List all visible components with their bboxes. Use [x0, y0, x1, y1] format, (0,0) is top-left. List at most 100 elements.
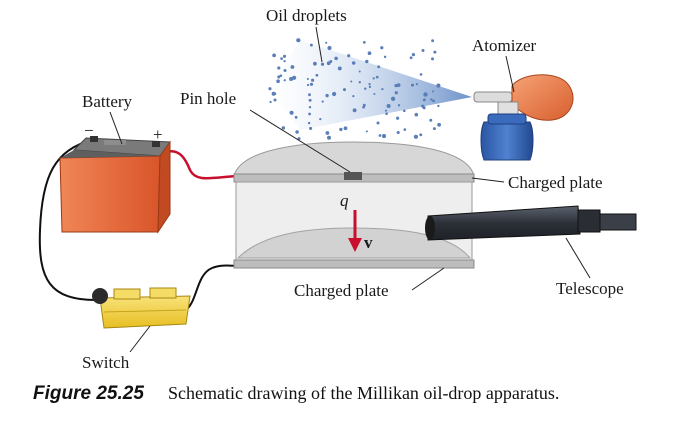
oil-droplet-spray — [268, 38, 472, 141]
oil-droplet — [319, 117, 322, 121]
oil-droplet — [390, 96, 396, 101]
chamber-dome — [233, 141, 475, 177]
oil-droplet — [396, 116, 400, 120]
oil-droplet — [296, 38, 301, 43]
oil-droplet — [272, 53, 276, 58]
oil-droplet — [283, 79, 286, 82]
atomizer-bottle — [480, 121, 534, 161]
oil-droplet — [375, 75, 379, 79]
oil-droplet — [310, 78, 315, 82]
oil-droplet — [358, 70, 361, 73]
oil-droplet — [431, 39, 435, 43]
charged-plate-top-leader-line — [471, 177, 505, 183]
atomizer-leader-line — [505, 55, 515, 93]
oil-droplet — [277, 66, 281, 70]
oil-droplet — [313, 61, 317, 66]
oil-droplet — [358, 81, 361, 84]
oil-droplet — [385, 112, 388, 116]
oil-droplet — [326, 61, 331, 66]
oil-droplet — [365, 59, 369, 64]
oil-droplet — [384, 109, 387, 112]
oil-droplet — [436, 83, 441, 88]
oil-droplet — [306, 77, 309, 81]
oil-droplet — [339, 127, 343, 132]
oil-droplet — [308, 98, 312, 102]
telescope — [425, 205, 637, 241]
telescope-label: Telescope — [556, 279, 624, 298]
battery-minus-terminal — [90, 136, 98, 142]
switch-leader-line — [129, 325, 151, 353]
oil-droplet — [430, 98, 433, 101]
oil-droplet — [343, 126, 348, 131]
oil-droplet — [421, 49, 425, 52]
oil-droplet — [383, 55, 387, 59]
battery-plus-terminal — [152, 141, 160, 147]
charged-plate-bottom-label: Charged plate — [294, 281, 389, 300]
oil-droplet — [380, 46, 384, 50]
figure-caption-text: Schematic drawing of the Millikan oil-dr… — [168, 383, 559, 403]
oil-droplet — [295, 130, 299, 134]
oil-droplet — [290, 65, 295, 69]
oil-droplet — [365, 130, 368, 133]
oil-droplet — [283, 68, 287, 73]
oil-droplet — [350, 80, 353, 83]
oil-droplet — [321, 100, 324, 103]
oil-droplet — [376, 121, 380, 125]
oil-droplet — [327, 45, 332, 51]
oil-droplet — [325, 93, 329, 98]
atomizer-bulb — [511, 74, 574, 121]
oil-droplet — [381, 134, 387, 139]
oil-droplet — [352, 108, 357, 113]
switch-label: Switch — [82, 353, 130, 372]
oil-droplet — [378, 134, 382, 137]
pin-hole-label: Pin hole — [180, 89, 236, 108]
switch — [92, 287, 191, 329]
wire-battery-to-switch — [38, 139, 97, 301]
oil-droplet — [411, 53, 415, 57]
oil-droplet — [415, 83, 418, 86]
oil-droplet — [268, 87, 272, 91]
oil-droplet — [308, 93, 311, 97]
oil-droplet — [332, 91, 337, 97]
oil-droplet — [325, 131, 330, 135]
oil-droplet — [280, 57, 283, 60]
velocity-arrow — [348, 210, 362, 252]
oil-droplet — [337, 66, 342, 71]
oil-droplet — [394, 83, 398, 88]
oil-droplet — [422, 106, 426, 110]
oil-droplet — [282, 54, 287, 58]
oil-droplet — [320, 62, 325, 66]
oil-droplet — [377, 65, 381, 69]
oil-droplet — [294, 115, 298, 119]
oil-droplet — [273, 92, 277, 96]
oil-droplet — [432, 127, 436, 131]
bottom-charged-plate — [233, 259, 475, 269]
oil-droplet — [306, 83, 310, 87]
oil-droplet — [431, 57, 434, 61]
oil-droplet — [432, 90, 435, 93]
oil-droplet — [277, 75, 281, 79]
oil-droplet — [410, 83, 415, 87]
oil-droplet — [409, 56, 413, 60]
atomizer — [473, 74, 574, 161]
oil-droplet — [386, 103, 391, 109]
telescope-leader-line — [565, 237, 591, 279]
oil-droplet — [402, 109, 406, 113]
telescope-objective — [425, 216, 435, 240]
oil-droplet — [364, 87, 367, 90]
battery-leader-line — [109, 111, 123, 145]
oil-droplet — [315, 73, 319, 77]
oil-droplet — [289, 110, 294, 115]
oil-droplet — [373, 92, 376, 96]
oil-droplet — [419, 73, 423, 76]
oil-droplet — [309, 126, 313, 130]
oil-droplet — [437, 122, 441, 127]
oil-droplet — [362, 41, 366, 44]
oil-droplet — [437, 104, 440, 108]
oil-droplet — [352, 94, 355, 98]
pin-hole — [344, 172, 362, 180]
wire-switch-to-plate — [185, 264, 239, 311]
charged-plate-bottom-leader-line — [411, 267, 445, 291]
oil-droplet — [381, 87, 384, 91]
